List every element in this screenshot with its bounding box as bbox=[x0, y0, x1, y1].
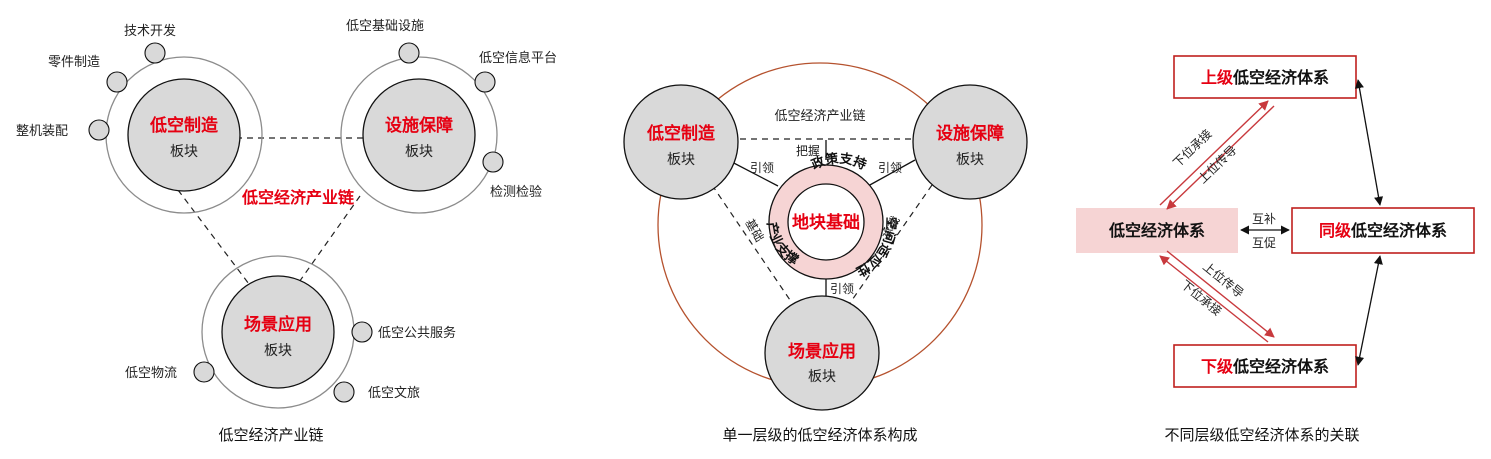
center-core bbox=[787, 183, 865, 261]
node-manufacturing bbox=[623, 84, 739, 200]
node-application-sub: 板块 bbox=[264, 343, 292, 359]
panel-single-level-system: 地块基础 政策支持 产业支撑 空间适应性 低空制造 板块 设施保障 板块 场景应… bbox=[623, 62, 1028, 444]
connector-lead-bottom: 引领 bbox=[830, 282, 854, 296]
satellite-dot bbox=[474, 71, 496, 93]
sat-tech: 技术开发 bbox=[124, 23, 176, 39]
box-current-text: 低空经济体系 bbox=[1108, 221, 1205, 240]
box-same-text: 同级低空经济体系 bbox=[1319, 221, 1447, 240]
box-upper-level bbox=[1173, 55, 1357, 99]
dashed-link bbox=[849, 184, 933, 304]
caption-panel2: 单一层级的低空经济体系构成 bbox=[722, 426, 917, 444]
sat-info-platform: 低空信息平台 bbox=[479, 50, 557, 66]
node-application-title: 场景应用 bbox=[788, 341, 856, 362]
connector-lead-right: 引领 bbox=[878, 161, 902, 175]
caption-panel3: 不同层级低空经济体系的关联 bbox=[1164, 426, 1359, 444]
satellite-dot bbox=[193, 361, 215, 383]
panel-cross-level-relation: 上级低空经济体系 低空经济体系 同级低空经济体系 下级低空经济体系 互补 互促 … bbox=[1076, 55, 1475, 444]
node-infrastructure-sub: 板块 bbox=[405, 144, 433, 160]
satellite-dot bbox=[88, 119, 110, 141]
node-infrastructure bbox=[912, 84, 1028, 200]
panel-industry-chain: 低空制造 板块 设施保障 板块 场景应用 板块 低空经济产业链 技术开发 零件制… bbox=[16, 19, 557, 444]
caption-panel1: 低空经济产业链 bbox=[218, 426, 323, 444]
box-lower-level bbox=[1173, 344, 1357, 388]
node-manufacturing bbox=[127, 78, 241, 192]
chain-center-label: 低空经济产业链 bbox=[241, 188, 355, 207]
mutual-top-label: 互补 bbox=[1252, 212, 1276, 226]
satellite-dot bbox=[144, 42, 166, 64]
center-label: 地块基础 bbox=[792, 212, 860, 233]
connector-grasp: 把握 bbox=[796, 143, 820, 158]
node-infrastructure-title: 设施保障 bbox=[936, 123, 1004, 144]
connector-line bbox=[727, 159, 779, 187]
connector-lead-left: 引领 bbox=[750, 161, 774, 175]
node-manufacturing-sub: 板块 bbox=[667, 152, 695, 168]
arrow-receive-down bbox=[1166, 105, 1275, 210]
connector-foundation: 基础 bbox=[742, 217, 766, 245]
node-infrastructure-title: 设施保障 bbox=[385, 115, 453, 136]
dashed-link bbox=[711, 184, 793, 304]
sat-inspection: 检测检验 bbox=[490, 184, 542, 200]
arrow-transmit-up bbox=[1159, 100, 1269, 206]
link-upper-same bbox=[1354, 79, 1384, 206]
arrow-transmit-lower bbox=[1159, 255, 1269, 343]
node-application-sub: 板块 bbox=[808, 369, 836, 385]
arrow-receive-lower bbox=[1166, 250, 1275, 338]
node-manufacturing-sub: 板块 bbox=[170, 144, 198, 160]
box-upper-text: 上级低空经济体系 bbox=[1201, 68, 1329, 87]
node-infrastructure bbox=[362, 78, 476, 192]
box-lower-text: 下级低空经济体系 bbox=[1201, 357, 1329, 376]
satellite-dot bbox=[482, 151, 504, 173]
link-same-lower bbox=[1355, 255, 1383, 366]
satellite-dot bbox=[398, 42, 420, 64]
mutual-bottom-label: 互促 bbox=[1252, 236, 1276, 250]
sat-parts: 零件制造 bbox=[48, 55, 100, 70]
orbit-ring bbox=[340, 56, 498, 214]
node-application-title: 场景应用 bbox=[244, 314, 312, 335]
node-manufacturing-title: 低空制造 bbox=[646, 123, 716, 144]
sat-tourism: 低空文旅 bbox=[368, 386, 420, 401]
sat-logistics: 低空物流 bbox=[125, 366, 177, 381]
box-same-level bbox=[1291, 207, 1475, 254]
sat-assembly: 整机装配 bbox=[16, 124, 68, 139]
sat-public-service: 低空公共服务 bbox=[378, 325, 456, 341]
box-current-level bbox=[1076, 208, 1238, 253]
satellite-dot bbox=[333, 381, 355, 403]
satellite-dot bbox=[351, 321, 373, 343]
connector-line bbox=[867, 159, 916, 187]
node-infrastructure-sub: 板块 bbox=[956, 152, 984, 168]
node-application bbox=[221, 275, 335, 389]
satellite-dot bbox=[106, 71, 128, 93]
sat-infra-base: 低空基础设施 bbox=[346, 19, 424, 34]
dashed-link bbox=[291, 195, 361, 293]
chain-label: 低空经济产业链 bbox=[774, 109, 865, 124]
node-manufacturing-title: 低空制造 bbox=[149, 115, 219, 136]
node-application bbox=[764, 295, 880, 411]
